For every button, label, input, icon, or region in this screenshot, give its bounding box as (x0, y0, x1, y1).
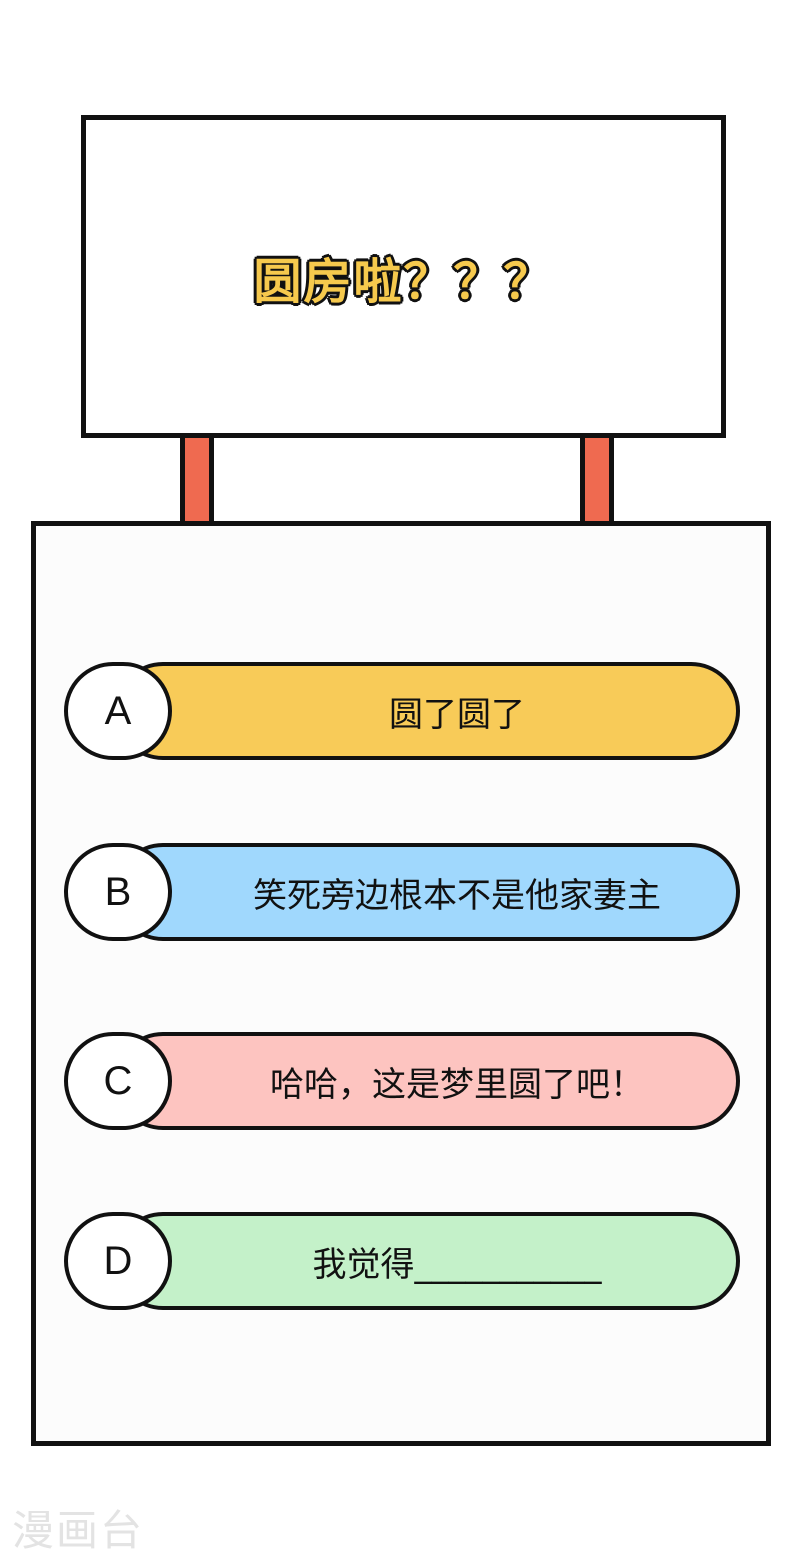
sign-post-right (580, 438, 614, 525)
option-b-letter[interactable]: B (64, 843, 172, 941)
option-a-button[interactable]: 圆了圆了 A (64, 662, 740, 760)
question-sign-board: 圆房啦？？？ (81, 115, 726, 438)
option-c-label[interactable]: 哈哈，这是梦里圆了吧！ (114, 1032, 740, 1130)
option-c-button[interactable]: 哈哈，这是梦里圆了吧！ C (64, 1032, 740, 1130)
option-a-letter[interactable]: A (64, 662, 172, 760)
option-d-letter[interactable]: D (64, 1212, 172, 1310)
question-title: 圆房啦？？？ (252, 253, 554, 311)
sign-post-left (180, 438, 214, 525)
option-c-letter[interactable]: C (64, 1032, 172, 1130)
option-b-button[interactable]: 笑死旁边根本不是他家妻主 B (64, 843, 740, 941)
option-d-label[interactable]: 我觉得___________ (114, 1212, 740, 1310)
watermark-logo: 漫画台 (12, 1506, 145, 1555)
option-a-label[interactable]: 圆了圆了 (114, 662, 740, 760)
option-b-label[interactable]: 笑死旁边根本不是他家妻主 (114, 843, 740, 941)
option-d-button[interactable]: 我觉得___________ D (64, 1212, 740, 1310)
